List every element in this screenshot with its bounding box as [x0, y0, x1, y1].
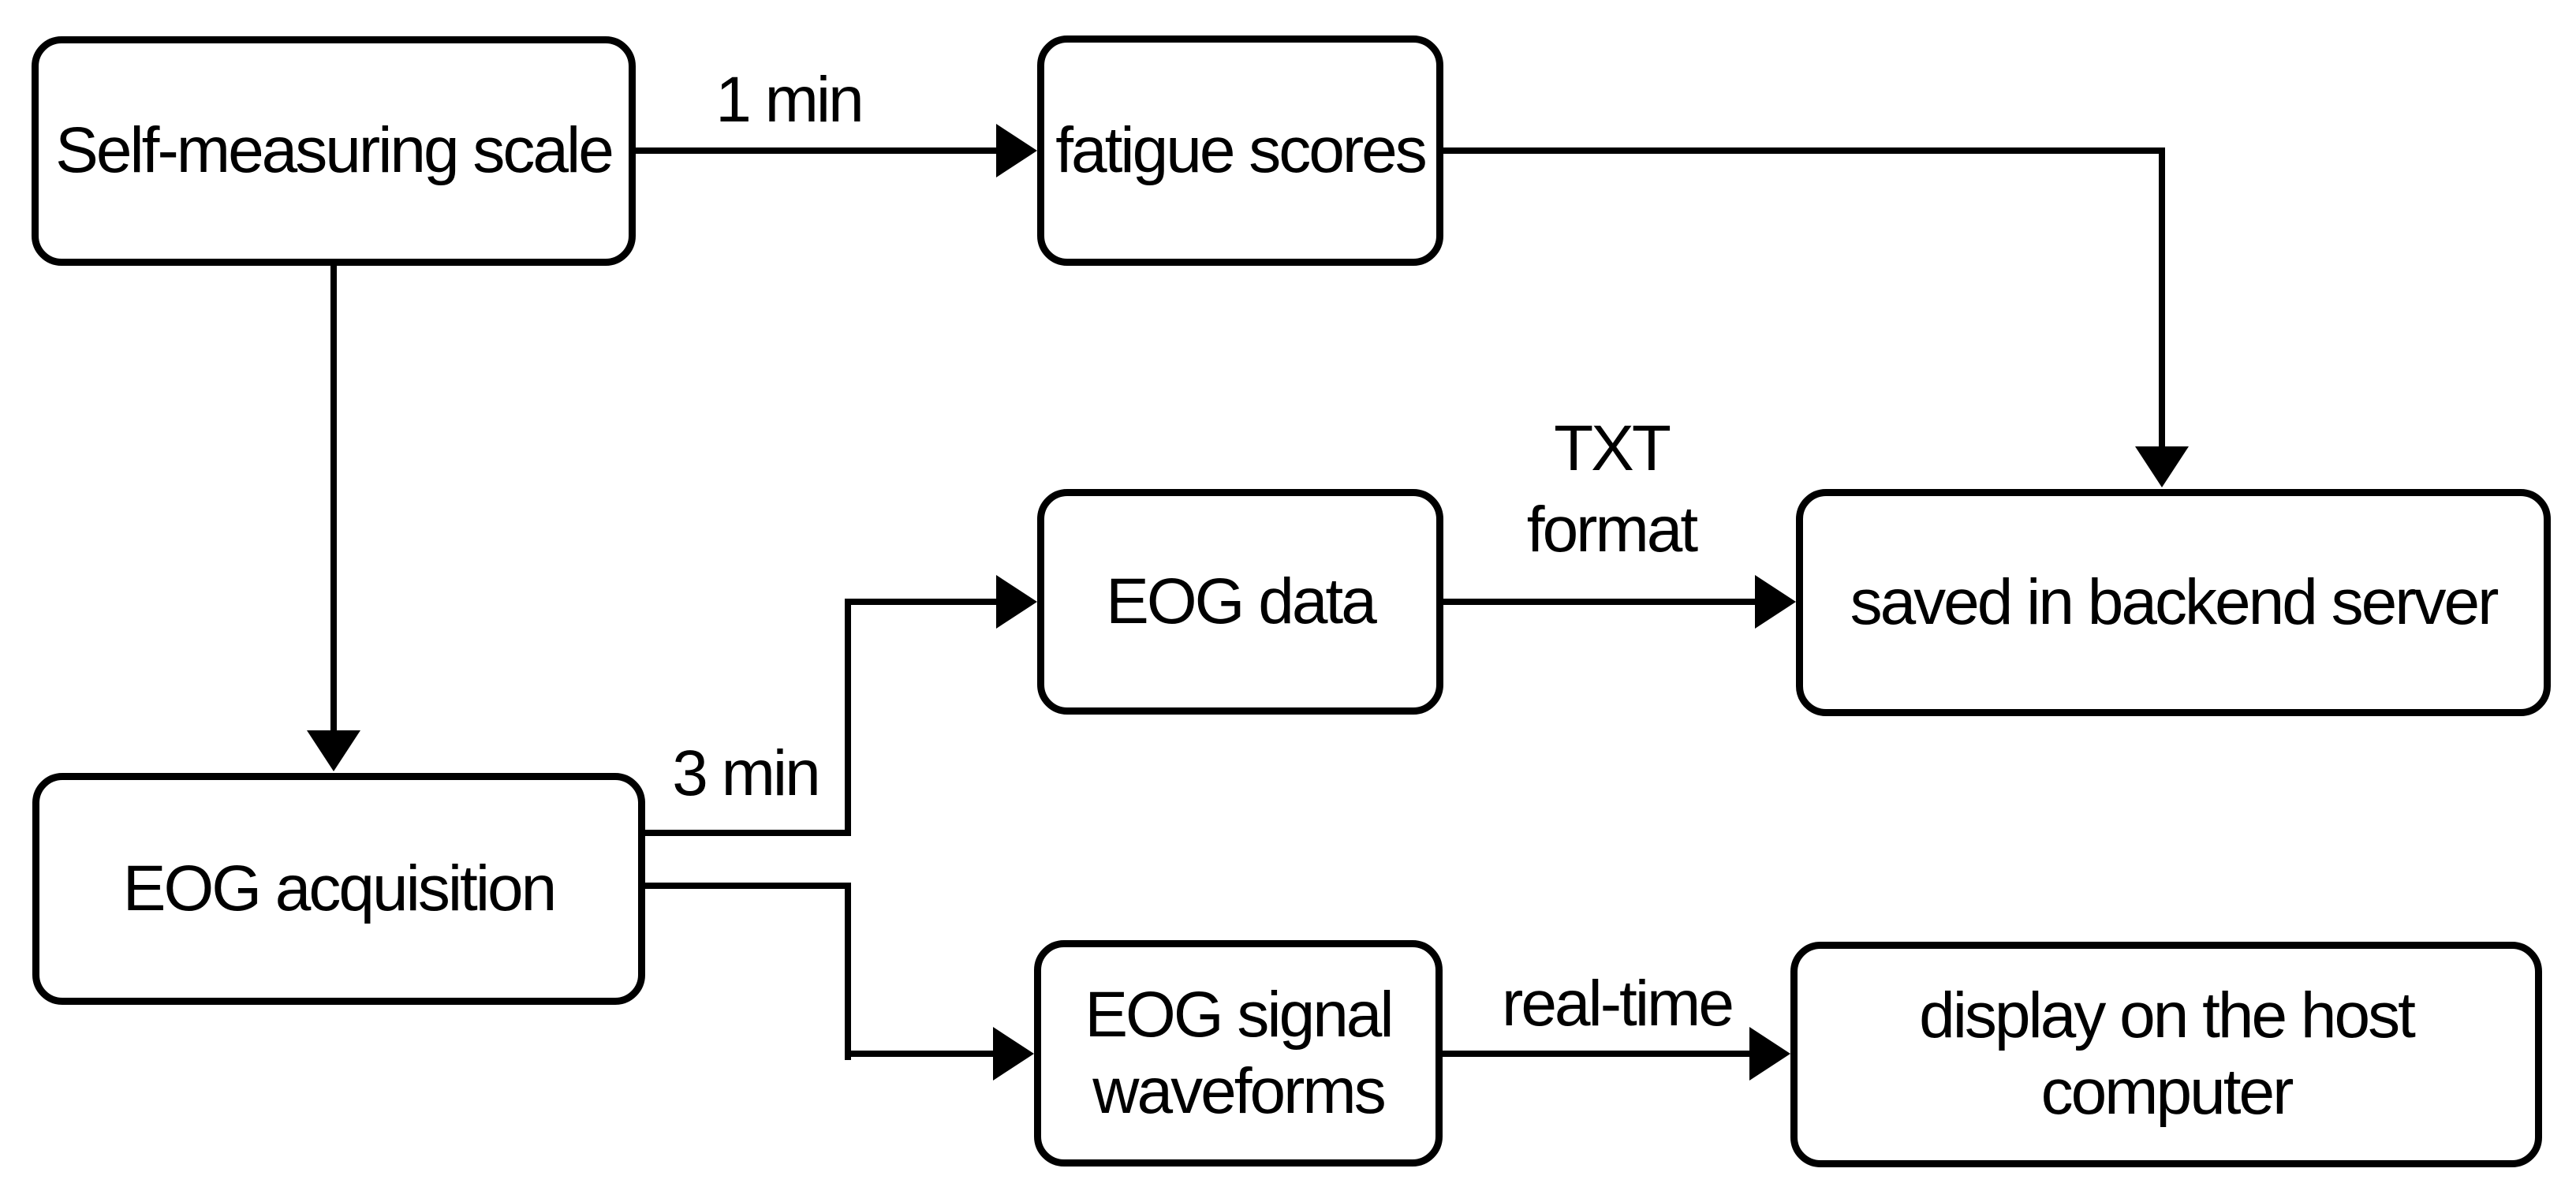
node-label: EOG data [1106, 565, 1377, 637]
arrowhead-right-icon [996, 124, 1037, 177]
arrowhead-right-icon [996, 575, 1037, 629]
arrowhead-down-icon [2135, 446, 2189, 487]
edge-label-3-min: 3 min [672, 737, 821, 809]
arrowhead-right-icon [993, 1027, 1034, 1081]
node-label: display on the host computer [1919, 980, 2416, 1128]
edge-acquisition-to-waveforms-segment-a [645, 883, 851, 889]
node-label: EOG acquisition [122, 852, 557, 924]
edge-data-to-saved-segment [1443, 599, 1757, 605]
edge-acquisition-to-waveforms-segment-b [845, 883, 851, 1060]
node-eog-data: EOG data [1037, 489, 1443, 715]
node-eog-signal-waveforms: EOG signal waveforms [1034, 940, 1443, 1167]
edge-fatigue-to-saved-horizontal-segment [1443, 147, 2165, 154]
arrowhead-down-icon [307, 730, 360, 771]
edge-fatigue-to-saved-vertical-segment [2159, 147, 2165, 448]
edge-label-real-time: real-time [1502, 968, 1734, 1040]
node-fatigue-scores: fatigue scores [1037, 35, 1443, 266]
arrowhead-right-icon [1749, 1027, 1790, 1081]
edge-acquisition-to-data-segment-b [845, 599, 851, 836]
node-self-measuring-scale: Self-measuring scale [32, 36, 636, 266]
node-label: saved in backend server [1850, 566, 2499, 638]
edge-waveforms-to-display-segment [1443, 1051, 1751, 1057]
node-eog-acquisition: EOG acquisition [32, 773, 645, 1005]
edge-self-to-eog-acquisition-segment [330, 265, 337, 732]
node-saved-in-backend-server: saved in backend server [1796, 489, 2551, 716]
edge-acquisition-to-data-segment-c [851, 599, 998, 605]
arrowhead-right-icon [1755, 575, 1796, 629]
edge-label-txt-format: TXT format [1526, 412, 1698, 566]
edge-acquisition-to-data-segment-a [645, 830, 851, 836]
edge-label-1-min: 1 min [715, 64, 864, 136]
node-label: EOG signal waveforms [1085, 978, 1394, 1127]
node-label: fatigue scores [1055, 114, 1427, 186]
node-label: Self-measuring scale [55, 114, 614, 187]
edge-self-to-fatigue-segment [636, 147, 999, 154]
node-display-on-host-computer: display on the host computer [1790, 942, 2542, 1167]
edge-acquisition-to-waveforms-segment-c [851, 1051, 995, 1057]
